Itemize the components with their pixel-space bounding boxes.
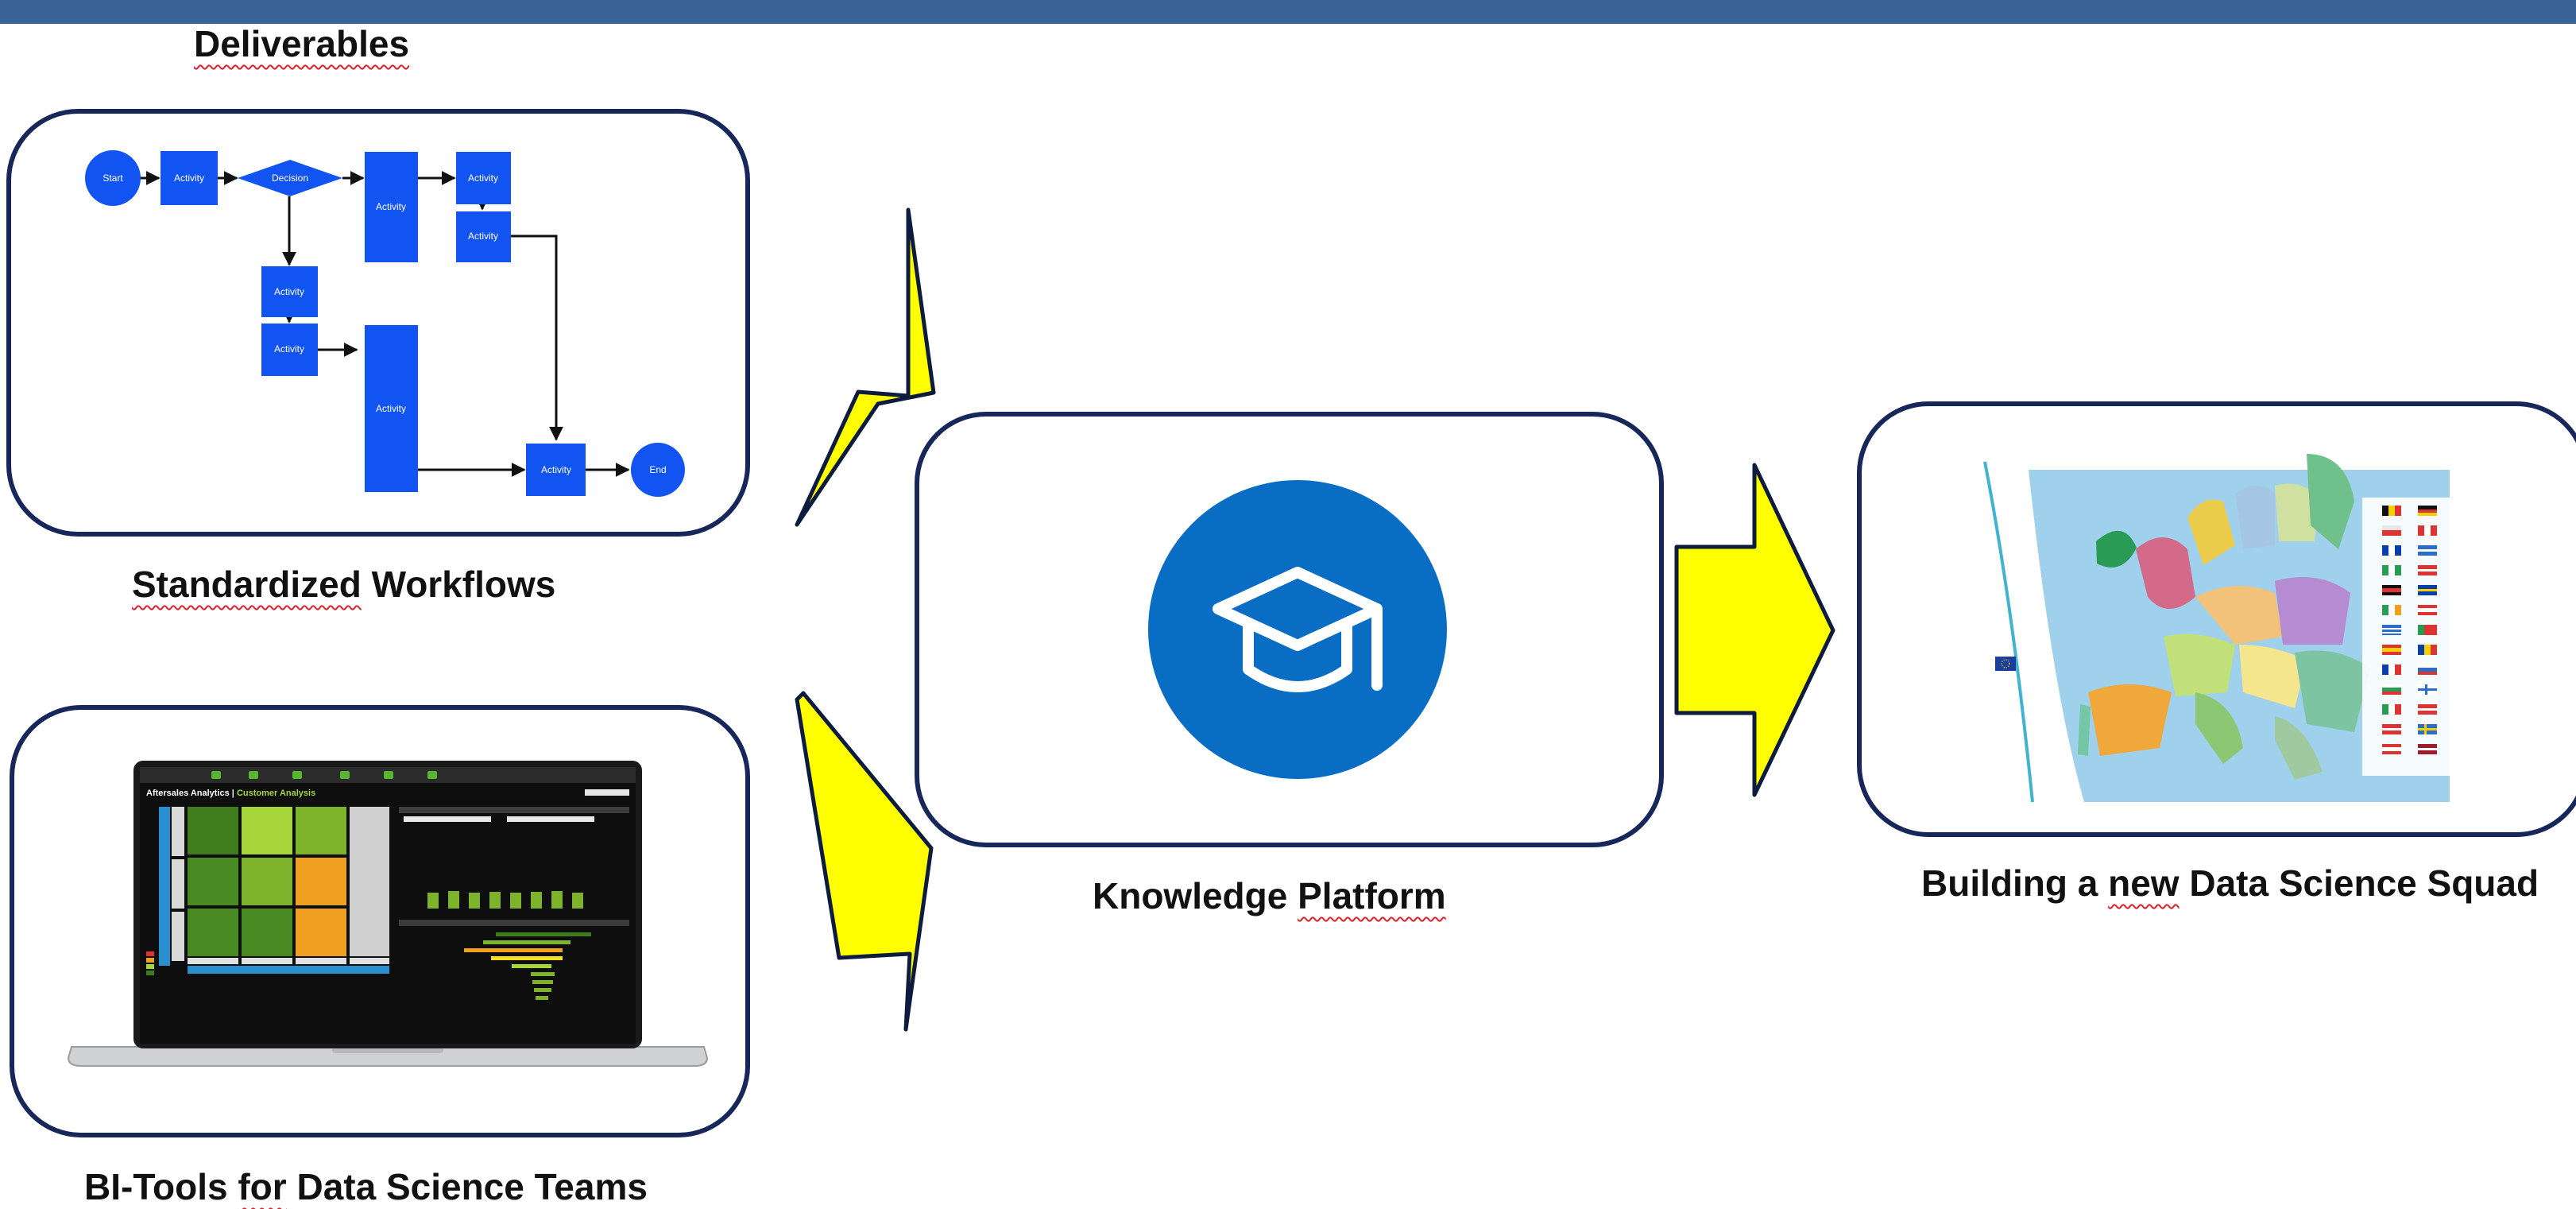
- activity-label: Activity: [468, 172, 498, 184]
- start-label: Start: [102, 172, 123, 184]
- end-label: End: [649, 464, 666, 475]
- dashboard-title: Aftersales Analytics | Customer Analysis: [146, 789, 315, 798]
- workflow-box: Start Activity Decision Activity Activit…: [6, 109, 750, 537]
- right-arrow: [1674, 463, 1835, 797]
- eu-flag: [1995, 657, 2016, 671]
- decision-node: [238, 160, 342, 196]
- squad-box: [1857, 401, 2576, 837]
- bi-tools-box: Aftersales Analytics | Customer Analysis: [10, 705, 750, 1137]
- europe-map-image: [1957, 454, 2474, 804]
- workflow-nodes: [85, 150, 685, 497]
- decision-label: Decision: [272, 172, 308, 184]
- deliverables-title: Deliverables: [194, 23, 410, 64]
- end-node: [631, 443, 685, 497]
- knowledge-platform-box: [915, 412, 1664, 847]
- activity-label: Activity: [376, 201, 406, 212]
- laptop-base: [67, 1046, 709, 1067]
- graduation-cap-icon: [1148, 480, 1447, 779]
- activity-node: [526, 444, 586, 496]
- bi-tools-caption: BI-Tools for Data Science Teams: [84, 1166, 648, 1207]
- activity-node: [365, 325, 418, 492]
- country-flags-list: [2362, 498, 2474, 776]
- activity-node: [261, 324, 318, 376]
- activity-node: [365, 152, 418, 262]
- workflow-connectors: [140, 171, 630, 477]
- activity-node: [161, 151, 218, 205]
- activity-node: [456, 211, 511, 262]
- activity-node: [456, 152, 511, 204]
- activity-label: Activity: [174, 172, 204, 184]
- activity-label: Activity: [274, 343, 304, 355]
- upper-arrow: [795, 207, 936, 527]
- activity-node: [261, 266, 318, 317]
- activity-label: Activity: [376, 403, 406, 414]
- dashboard-bar-chart: [427, 891, 583, 909]
- squad-caption: Building a new Data Science Squad: [1921, 862, 2539, 904]
- knowledge-platform-caption: Knowledge Platform: [1093, 875, 1446, 916]
- dashboard-hbar-chart: [464, 932, 591, 1000]
- header-bar: [0, 0, 2576, 24]
- activity-label: Activity: [274, 286, 304, 297]
- start-node: [85, 150, 141, 206]
- activity-label: Activity: [541, 464, 571, 475]
- workflow-diagram: Start Activity Decision Activity Activit…: [85, 150, 685, 497]
- activity-label: Activity: [468, 231, 498, 242]
- laptop-dashboard-image: Aftersales Analytics | Customer Analysis: [67, 761, 709, 1067]
- lower-arrow: [795, 691, 934, 1032]
- workflow-caption: Standardized Workflows: [132, 564, 556, 605]
